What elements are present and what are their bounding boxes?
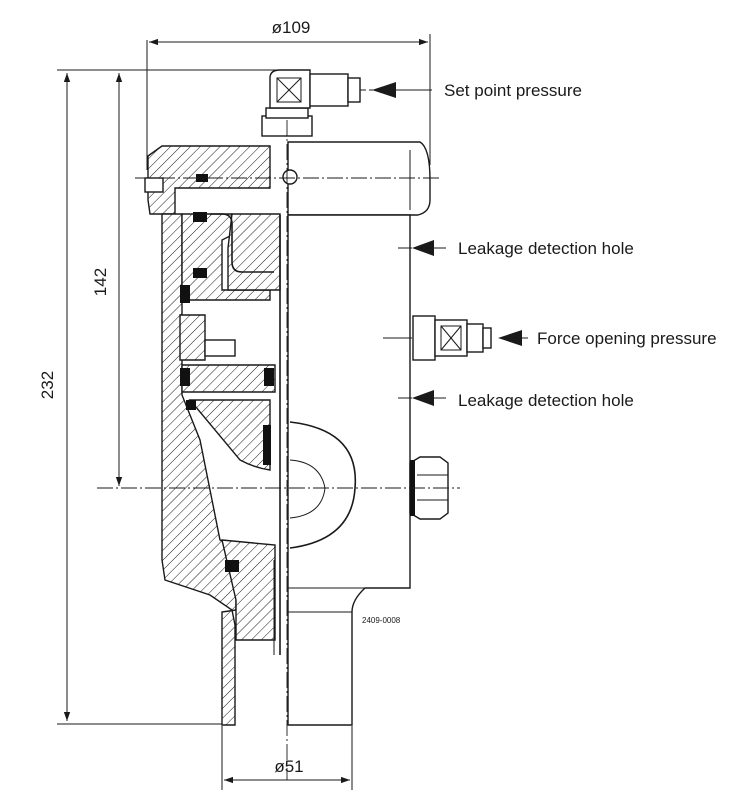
drawing-number: 2409-0008 xyxy=(362,616,401,625)
center-height-label: 142 xyxy=(91,268,110,296)
bottom-diameter-label: ø51 xyxy=(274,757,303,776)
overall-height-label: 232 xyxy=(38,371,57,399)
set-point-fitting xyxy=(261,69,380,137)
o-ring-seals xyxy=(180,174,274,572)
diaphragm xyxy=(210,213,274,273)
valve-body-exterior xyxy=(287,141,492,726)
callout-set-point: Set point pressure xyxy=(372,81,582,100)
callout-force-opening: Force opening pressure xyxy=(498,329,717,348)
force-opening-label: Force opening pressure xyxy=(537,329,717,348)
set-point-label: Set point pressure xyxy=(444,81,582,100)
dimension-top-diameter: ø109 xyxy=(146,18,431,170)
dimension-bottom-diameter: ø51 xyxy=(221,726,353,790)
vent-plug xyxy=(282,169,298,185)
callout-leakage-upper: Leakage detection hole xyxy=(398,239,634,258)
callout-leakage-lower: Leakage detection hole xyxy=(398,390,634,410)
poppet xyxy=(289,421,357,549)
center-lines xyxy=(97,120,460,780)
valve-section-hatched xyxy=(144,145,281,726)
leakage-lower-label: Leakage detection hole xyxy=(458,391,634,410)
leakage-upper-label: Leakage detection hole xyxy=(458,239,634,258)
top-diameter-label: ø109 xyxy=(272,18,311,37)
dimension-overall-height: 232 xyxy=(38,69,290,725)
dimension-center-height: 142 xyxy=(91,73,123,486)
